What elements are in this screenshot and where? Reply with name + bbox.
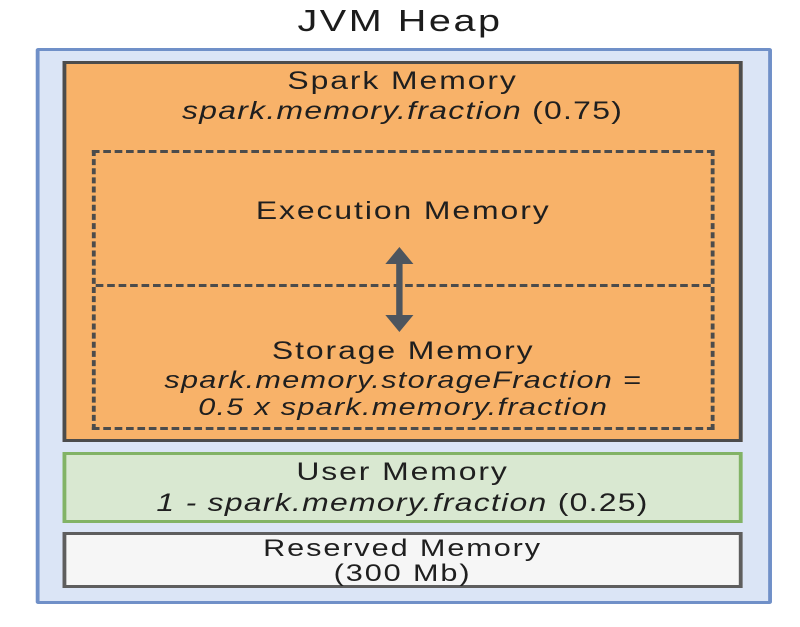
storage-fraction-property: spark.memory.storageFraction = <box>164 367 643 394</box>
storage-fraction-formula-line2: 0.5 x spark.memory.fraction <box>96 394 711 421</box>
spark-memory-fraction-formula: spark.memory.fraction (0.75) <box>66 96 738 126</box>
execution-storage-divider <box>95 284 711 287</box>
storage-fraction-formula-line1: spark.memory.storageFraction = <box>96 367 711 394</box>
diagram-title: JVM Heap <box>297 3 503 38</box>
user-memory-formula-value: (0.25) <box>547 489 649 517</box>
user-memory-label: User Memory <box>296 458 509 486</box>
jvm-heap-box: Spark Memory spark.memory.fraction (0.75… <box>35 48 772 604</box>
reserved-memory-label: Reserved Memory <box>263 535 543 562</box>
bidirectional-arrow-icon <box>385 247 414 332</box>
execution-memory-label: Execution Memory <box>255 197 551 225</box>
user-memory-formula: 1 - spark.memory.fraction (0.25) <box>66 488 738 519</box>
reserved-memory-size: (300 Mb) <box>333 560 472 587</box>
spark-memory-box: Spark Memory spark.memory.fraction (0.75… <box>62 61 743 442</box>
storage-memory-label: Storage Memory <box>271 337 535 365</box>
storage-fraction-formula: spark.memory.storageFraction = 0.5 x spa… <box>96 367 711 421</box>
spark-memory-fraction-value: (0.75) <box>521 97 624 125</box>
reserved-memory-box: Reserved Memory (300 Mb) <box>62 532 743 588</box>
user-memory-formula-property: 1 - spark.memory.fraction <box>156 489 548 517</box>
spark-memory-fraction-property: spark.memory.fraction <box>182 97 522 125</box>
spark-memory-label: Spark Memory <box>287 67 518 95</box>
user-memory-box: User Memory 1 - spark.memory.fraction (0… <box>62 452 743 523</box>
storage-fraction-expression: 0.5 x spark.memory.fraction <box>198 394 609 421</box>
execution-storage-boundary-box: Execution Memory Storage Memory spark.me… <box>91 150 715 430</box>
